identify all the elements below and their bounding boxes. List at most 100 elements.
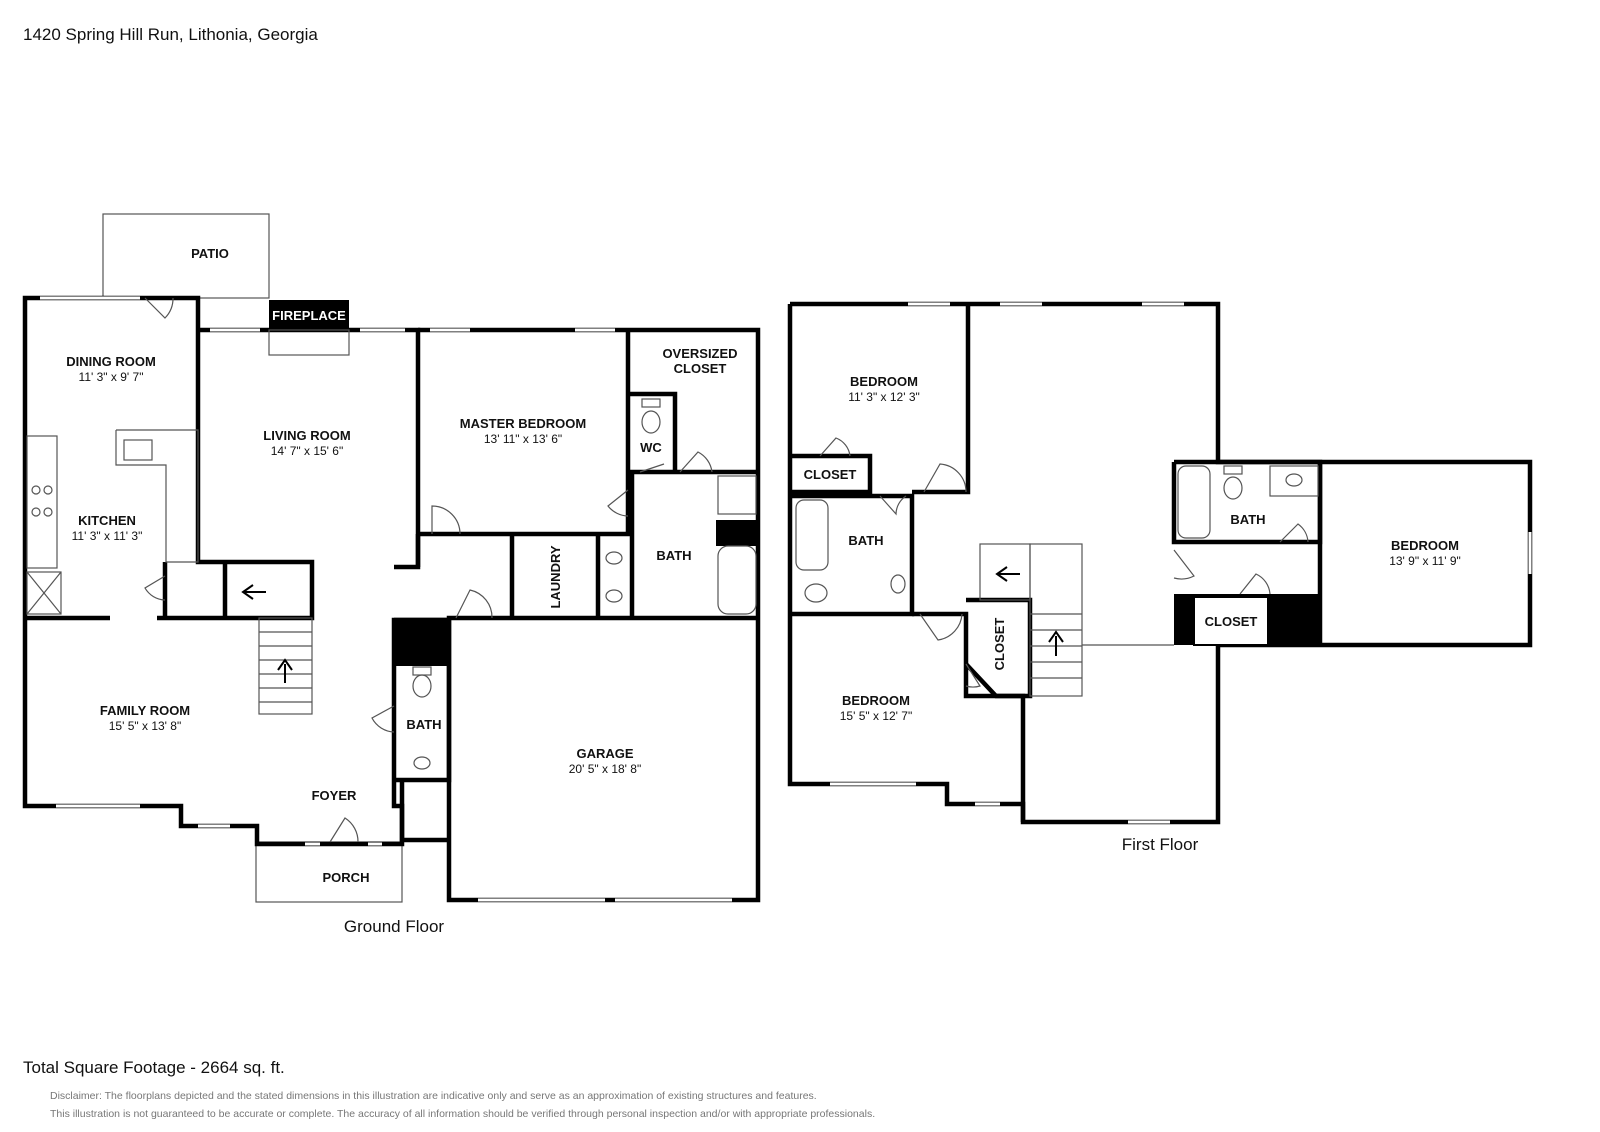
toilet-half xyxy=(412,674,432,698)
tub-bath2 xyxy=(1177,465,1211,539)
bath1-wall xyxy=(790,493,915,617)
door-master-bath xyxy=(607,489,629,517)
burner-1 xyxy=(31,485,41,495)
patio-outline xyxy=(102,213,270,299)
range xyxy=(26,435,58,569)
fireplace-label: FIREPLACE xyxy=(272,308,346,323)
shower xyxy=(717,475,757,515)
door-front xyxy=(329,817,359,843)
laundry-label: LAUNDRY xyxy=(548,545,563,608)
first-floor-label: First Floor xyxy=(1122,835,1199,854)
family-room-dim: 15' 5" x 13' 8" xyxy=(109,719,181,733)
bedroom2-dim: 15' 5" x 12' 7" xyxy=(840,709,912,723)
kitchen-sink xyxy=(123,439,153,461)
closet3-inner xyxy=(1193,596,1269,646)
disclaimer-line-1: Disclaimer: The floorplans depicted and … xyxy=(50,1090,817,1102)
door-closet xyxy=(679,451,713,473)
bath2-wall xyxy=(1171,459,1323,545)
bedroom2-label: BEDROOM xyxy=(842,693,910,708)
porch-label: PORCH xyxy=(323,870,370,885)
half-bath-chase xyxy=(394,620,449,666)
patio-label: PATIO xyxy=(191,246,229,261)
sink-bath2 xyxy=(1285,473,1303,487)
stair-up-arrow-first xyxy=(1048,630,1064,656)
bedroom3-dim: 13' 9" x 11' 9" xyxy=(1389,554,1461,568)
door-master xyxy=(431,505,461,535)
toilet-wc-tank xyxy=(641,398,661,408)
tub-bath1 xyxy=(795,499,829,571)
garage-label: GARAGE xyxy=(576,746,633,761)
bath1-label: BATH xyxy=(848,533,883,548)
door-pantry xyxy=(144,575,166,601)
door-dining xyxy=(144,297,174,319)
master-bedroom-dim: 13' 11" x 13' 6" xyxy=(484,432,562,446)
stairs-ground xyxy=(258,617,313,715)
hearth xyxy=(268,329,350,356)
toilet-half-tank xyxy=(412,666,432,676)
property-address: 1420 Spring Hill Run, Lithonia, Georgia xyxy=(23,25,318,44)
door-closet3 xyxy=(1239,573,1271,595)
total-square-footage: Total Square Footage - 2664 sq. ft. xyxy=(23,1058,285,1077)
family-room-label: FAMILY ROOM xyxy=(100,703,190,718)
toilet-wc xyxy=(641,410,661,434)
kitchen-counter xyxy=(115,429,199,563)
sink-half xyxy=(413,756,431,770)
toilet-bath2 xyxy=(1223,476,1243,500)
stairs-first xyxy=(979,543,1174,697)
bedroom1-label: BEDROOM xyxy=(850,374,918,389)
door-half-bath xyxy=(371,705,395,733)
wc-label: WC xyxy=(640,440,662,455)
oversized-closet-label-1: OVERSIZED xyxy=(662,346,737,361)
door-bath1 xyxy=(879,495,907,516)
closet1-label: CLOSET xyxy=(804,467,857,482)
dining-room-dim: 11' 3" x 9' 7" xyxy=(79,370,144,384)
master-bedroom-label: MASTER BEDROOM xyxy=(460,416,586,431)
door-garage xyxy=(455,589,493,619)
door-bedroom1 xyxy=(923,463,967,493)
disclaimer-line-2: This illustration is not guaranteed to b… xyxy=(50,1108,876,1120)
stair-up-arrow xyxy=(277,658,293,683)
bedroom1-wall xyxy=(912,304,971,495)
ground-floor-label: Ground Floor xyxy=(344,917,444,936)
burner-4 xyxy=(43,507,53,517)
living-room-label: LIVING ROOM xyxy=(263,428,350,443)
fireplace-box xyxy=(269,300,349,330)
door-bath2 xyxy=(1279,523,1309,543)
exterior-wall xyxy=(22,295,449,847)
master-bath-label: BATH xyxy=(656,548,691,563)
fridge-x2 xyxy=(26,571,62,615)
sink-bath1 xyxy=(890,574,906,594)
dining-room-label: DINING ROOM xyxy=(66,354,156,369)
sink-1 xyxy=(605,551,623,565)
first-floor: BEDROOM 11' 3" x 12' 3" CLOSET BATH BEDR… xyxy=(787,301,1533,854)
burner-3 xyxy=(31,507,41,517)
foyer-label: FOYER xyxy=(312,788,357,803)
master-bedroom-wall xyxy=(418,330,631,537)
door-closet2 xyxy=(965,663,981,688)
kitchen-label: KITCHEN xyxy=(78,513,136,528)
sink-2 xyxy=(605,589,623,603)
door-bedroom2 xyxy=(919,613,963,641)
toilet-bath2-tank xyxy=(1223,465,1243,475)
tub xyxy=(717,545,757,615)
half-bath-label: BATH xyxy=(406,717,441,732)
bedroom3-label: BEDROOM xyxy=(1391,538,1459,553)
kitchen-wall xyxy=(157,338,315,621)
closet1-wall xyxy=(790,453,873,495)
stair-left-arrow-first xyxy=(995,566,1020,582)
door-wc xyxy=(639,463,665,473)
toilet-bath1 xyxy=(804,583,828,603)
closet3-label: CLOSET xyxy=(1205,614,1258,629)
wc-wall xyxy=(628,391,678,472)
door-bedroom3 xyxy=(1173,549,1195,580)
burner-2 xyxy=(43,485,53,495)
half-bath-lower xyxy=(399,780,449,843)
door-closet1 xyxy=(819,437,851,457)
kitchen-dim: 11' 3" x 11' 3" xyxy=(72,529,143,543)
bedroom2-wall xyxy=(912,611,1026,822)
living-room-dim: 14' 7" x 15' 6" xyxy=(271,444,343,458)
closet2-label: CLOSET xyxy=(992,618,1007,671)
foyer-wall xyxy=(394,534,421,570)
ground-floor: FIREPLACE PATIO DINING ROOM 11' 3" x 9' … xyxy=(22,213,761,936)
